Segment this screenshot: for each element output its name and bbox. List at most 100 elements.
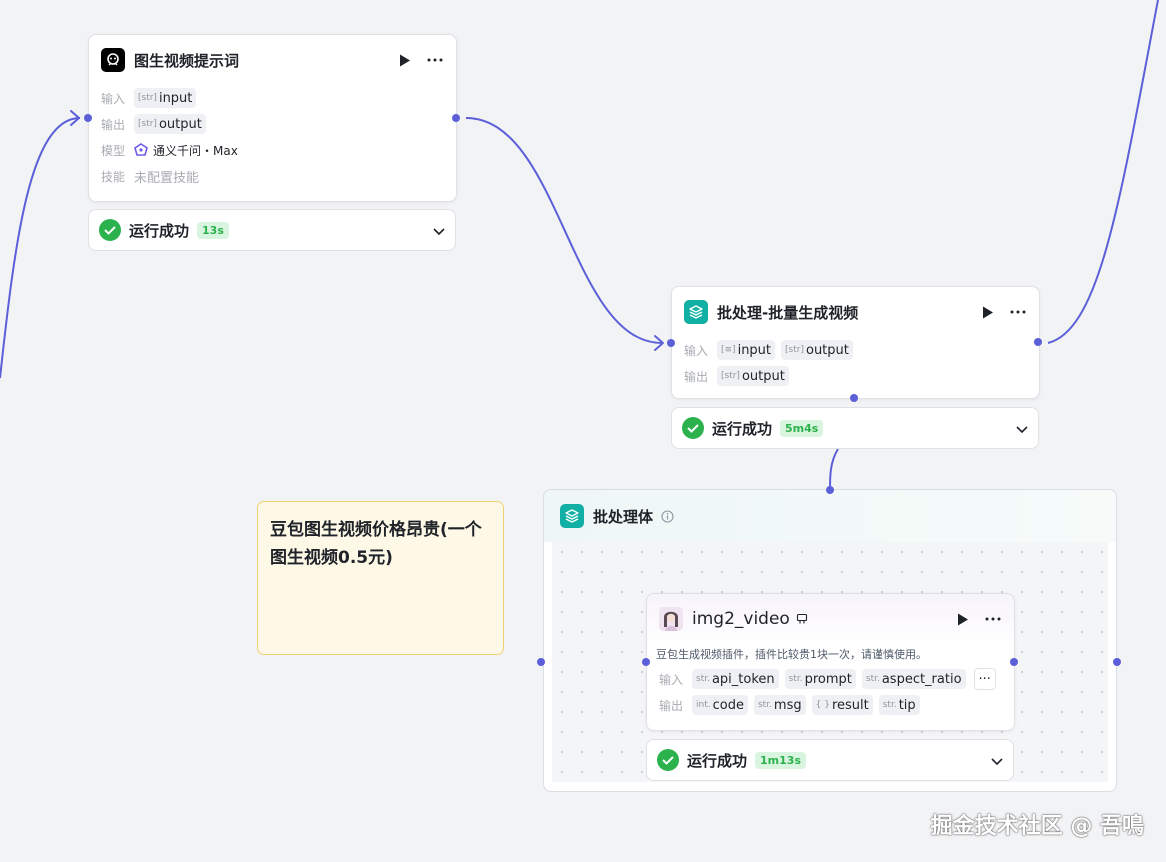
row-label: 模型 bbox=[101, 143, 126, 158]
input-param-tag: str.api_token bbox=[692, 669, 779, 689]
skill-value: 未配置技能 bbox=[134, 170, 200, 186]
row-label: 输入 bbox=[659, 672, 684, 687]
row-label: 输入 bbox=[101, 91, 126, 106]
prompt-node-header[interactable]: 图生视频提示词 bbox=[89, 35, 456, 85]
output-param-tag: [str]output bbox=[717, 366, 789, 386]
output-port[interactable] bbox=[1010, 658, 1018, 666]
avatar-thumbnail bbox=[659, 607, 683, 631]
note-text: 豆包图生视频价格昂贵(一个图生视频0.5元) bbox=[270, 520, 482, 568]
param-name: result bbox=[831, 697, 869, 713]
node-description: 豆包生成视频插件，插件比较贵1块一次，请谨慎使用。 bbox=[656, 648, 927, 661]
status-text: 运行成功 bbox=[687, 751, 748, 770]
output-param-tag: str.msg bbox=[753, 695, 806, 715]
plugin-icon bbox=[796, 613, 954, 625]
layers-icon bbox=[560, 504, 584, 528]
edge-prompt-to-batch bbox=[465, 117, 663, 344]
row-label: 输出 bbox=[684, 369, 709, 384]
input-row: 输入 str.api_token str.prompt str.aspect_r… bbox=[647, 666, 1014, 692]
param-name: output bbox=[741, 368, 785, 384]
chevron-down-icon[interactable] bbox=[1016, 419, 1028, 438]
edge-batch-to-right bbox=[1047, 0, 1159, 344]
input-param-tag: [str]input bbox=[134, 88, 197, 108]
param-name: api_token bbox=[711, 671, 775, 687]
input-port[interactable] bbox=[642, 658, 650, 666]
param-name: msg bbox=[773, 697, 802, 713]
more-icon[interactable] bbox=[984, 610, 1002, 628]
string-type-icon: [str] bbox=[785, 345, 804, 355]
batch-body-port[interactable] bbox=[850, 394, 858, 402]
duration-badge: 1m13s bbox=[755, 751, 806, 769]
row-label: 输出 bbox=[659, 698, 684, 713]
sticky-note[interactable]: 豆包图生视频价格昂贵(一个图生视频0.5元) bbox=[257, 501, 504, 655]
row-label: 输出 bbox=[101, 117, 126, 132]
input-row: 输入 [≡]input [str]output bbox=[672, 337, 1039, 363]
string-type-icon: [str] bbox=[138, 93, 157, 103]
container-right-port[interactable] bbox=[1113, 658, 1121, 666]
tongyi-logo-icon bbox=[134, 143, 148, 157]
input-port[interactable] bbox=[667, 339, 675, 347]
row-label: 技能 bbox=[101, 169, 126, 184]
input-param-tag: str.prompt bbox=[784, 669, 856, 689]
play-icon[interactable] bbox=[396, 51, 414, 69]
title-text: img2_video bbox=[692, 609, 790, 629]
param-name: tip bbox=[898, 697, 916, 713]
type-prefix: str. bbox=[757, 700, 772, 710]
layers-icon bbox=[684, 300, 708, 324]
status-text: 运行成功 bbox=[712, 419, 773, 438]
play-icon[interactable] bbox=[979, 303, 997, 321]
status-text: 运行成功 bbox=[129, 221, 190, 240]
output-port[interactable] bbox=[452, 114, 460, 122]
node-title: 批处理-批量生成视频 bbox=[717, 303, 859, 322]
param-name: aspect_ratio bbox=[881, 671, 962, 687]
edge-left-incoming bbox=[0, 117, 81, 379]
duration-badge: 13s bbox=[197, 221, 229, 239]
param-name: code bbox=[712, 697, 744, 713]
batch-node-header[interactable]: 批处理-批量生成视频 bbox=[672, 287, 1039, 337]
type-prefix: int. bbox=[696, 700, 711, 710]
batch-node[interactable]: 批处理-批量生成视频 输入 [≡]input [str]output 输出 [s… bbox=[671, 286, 1040, 399]
input-row: 输入 [str]input bbox=[89, 85, 456, 111]
more-tags-button[interactable]: ··· bbox=[973, 668, 996, 690]
type-prefix: str. bbox=[882, 700, 897, 710]
check-circle-icon bbox=[99, 219, 121, 241]
video-node-header[interactable]: img2_video bbox=[647, 594, 1014, 644]
param-name: output bbox=[805, 342, 849, 358]
type-prefix: { } bbox=[815, 700, 830, 710]
input-port[interactable] bbox=[84, 114, 92, 122]
skill-row: 技能 未配置技能 bbox=[89, 163, 456, 189]
more-icon[interactable] bbox=[426, 51, 444, 69]
output-port[interactable] bbox=[1034, 338, 1042, 346]
output-row: 输出 [str]output bbox=[89, 111, 456, 137]
batch-body-header[interactable]: 批处理体 bbox=[544, 490, 1116, 542]
play-icon[interactable] bbox=[954, 610, 972, 628]
output-row: 输出 [str]output bbox=[672, 363, 1039, 389]
model-name: 通义千问・Max bbox=[153, 143, 238, 158]
watermark: 掘金技术社区 @ 吾鳴 bbox=[930, 814, 1144, 839]
output-param-tag: [str]output bbox=[134, 114, 206, 134]
info-icon[interactable] bbox=[661, 509, 674, 523]
batch-node-status[interactable]: 运行成功 5m4s bbox=[671, 407, 1039, 449]
output-param-tag: str.tip bbox=[878, 695, 920, 715]
video-node-status[interactable]: 运行成功 1m13s bbox=[646, 739, 1014, 781]
arrowhead bbox=[70, 110, 80, 126]
prompt-node[interactable]: 图生视频提示词 输入 [str]input 输出 [str]output 模型 … bbox=[88, 34, 457, 202]
video-node[interactable]: img2_video 豆包生成视频插件，插件比较贵1块一次，请谨慎使用。 输入 … bbox=[646, 593, 1015, 731]
container-top-port[interactable] bbox=[826, 486, 834, 494]
arrowhead bbox=[654, 335, 664, 351]
type-prefix: str. bbox=[696, 674, 710, 684]
more-icon[interactable] bbox=[1009, 303, 1027, 321]
input-param-tag: str.aspect_ratio bbox=[861, 669, 966, 689]
chevron-down-icon[interactable] bbox=[991, 751, 1003, 770]
check-circle-icon bbox=[682, 417, 704, 439]
edge-batch-to-body bbox=[829, 448, 839, 491]
container-left-port[interactable] bbox=[537, 658, 545, 666]
duration-badge: 5m4s bbox=[780, 419, 824, 437]
param-name: input bbox=[158, 90, 193, 106]
chevron-down-icon[interactable] bbox=[433, 221, 445, 240]
output-param-tag: { }result bbox=[811, 695, 873, 715]
row-label: 输入 bbox=[684, 343, 709, 358]
param-name: input bbox=[737, 342, 772, 358]
prompt-node-status[interactable]: 运行成功 13s bbox=[88, 209, 456, 251]
input-param-tag: [str]output bbox=[781, 340, 853, 360]
llm-avatar-icon bbox=[101, 48, 125, 72]
